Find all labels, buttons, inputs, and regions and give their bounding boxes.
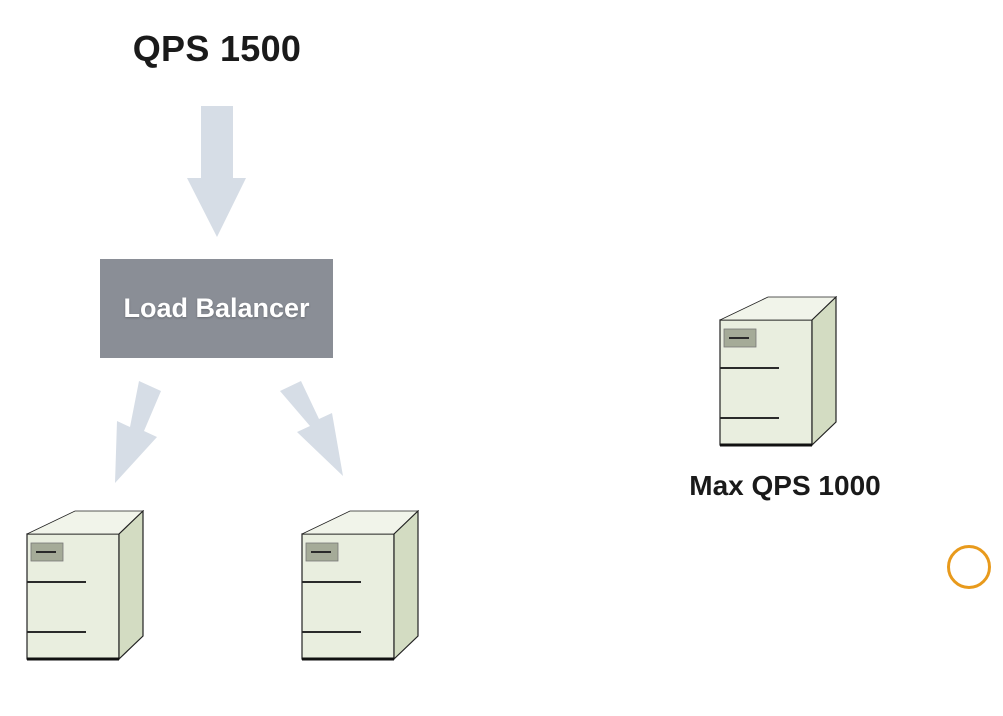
cursor-ring-icon: [947, 545, 991, 589]
standalone-server-icon: [719, 296, 837, 447]
server-icon-2: [301, 510, 419, 661]
server-icon-1: [26, 510, 144, 661]
load-balancer-label: Load Balancer: [123, 293, 310, 323]
load-balancer-box: Load Balancer: [100, 259, 333, 358]
incoming-qps-label: QPS 1500: [132, 28, 302, 69]
max-qps-label: Max QPS 1000: [689, 470, 881, 501]
